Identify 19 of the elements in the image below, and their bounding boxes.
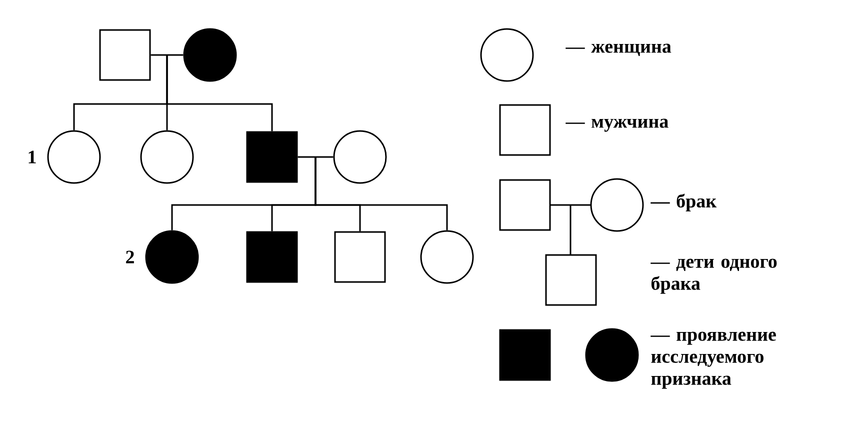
filled-circle-symbol	[183, 28, 237, 82]
circle-symbol	[333, 130, 387, 184]
filled-square-symbol	[246, 131, 298, 183]
legend-text: — мужчина	[566, 118, 668, 132]
legend-text: — женщина	[566, 44, 672, 56]
square-symbol	[334, 231, 386, 283]
circle-symbol	[47, 130, 101, 184]
descent-line	[314, 157, 448, 230]
filled-circle-symbol	[145, 230, 199, 284]
descent-line	[166, 55, 273, 132]
legend-text: — брак	[650, 194, 717, 212]
circle-symbol	[420, 230, 474, 284]
legend-text: — дети одного брака	[650, 258, 777, 294]
marriage-line	[298, 156, 334, 158]
legend-text: — проявление исследуемого признака	[650, 332, 776, 389]
marriage-line	[150, 54, 184, 56]
circle-symbol	[140, 130, 194, 184]
filled-square-symbol	[246, 231, 298, 283]
square-symbol	[99, 29, 151, 81]
